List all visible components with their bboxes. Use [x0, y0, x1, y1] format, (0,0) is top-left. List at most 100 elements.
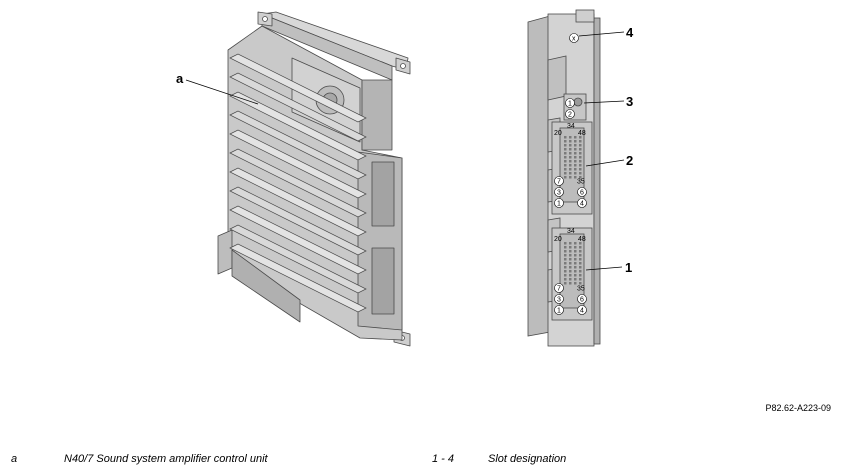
connector-pin — [574, 140, 577, 143]
connector-pin — [564, 152, 567, 155]
connector-pin — [569, 168, 572, 171]
callout-2-label: 2 — [626, 153, 633, 168]
connector-pin — [574, 152, 577, 155]
connector-pin — [569, 172, 572, 175]
heatsink-fin — [229, 129, 367, 199]
connector-pin — [564, 278, 567, 281]
heatsink-fin — [229, 205, 367, 275]
connector-pin — [574, 282, 577, 285]
connector-pin — [569, 274, 572, 277]
pin-label-slot1-1: 1 — [557, 308, 561, 315]
callout-1-label: 1 — [625, 260, 632, 275]
connector-pin — [579, 246, 582, 249]
pin-label-slot2-3: 3 — [557, 190, 561, 197]
connector-pin — [564, 282, 567, 285]
callout-a-label: a — [176, 71, 184, 86]
connector-pin — [564, 246, 567, 249]
connector-pin — [564, 164, 567, 167]
amplifier-unit-illustration — [217, 11, 411, 347]
connector-pin — [564, 148, 567, 151]
connector-pin — [569, 242, 572, 245]
pin-label-slot2-4: 4 — [580, 201, 584, 208]
connector-pin — [574, 168, 577, 171]
heatsink-fins — [229, 53, 367, 313]
connector-pin — [579, 148, 582, 151]
heatsink-fin — [229, 186, 367, 256]
connector-pin — [569, 266, 572, 269]
connector-pin-grid — [564, 136, 582, 285]
connector-pin — [564, 168, 567, 171]
heatsink-fin — [229, 110, 367, 180]
heatsink-fin — [229, 224, 367, 294]
connector-pin — [569, 152, 572, 155]
connector-pin — [579, 144, 582, 147]
connector-pin — [564, 266, 567, 269]
pin-label-slot1-7: 7 — [557, 286, 561, 293]
pin-label-slot3-2: 2 — [568, 112, 572, 119]
connector-pin — [569, 258, 572, 261]
connector-pin — [579, 140, 582, 143]
connector-pin — [564, 250, 567, 253]
pin-label-slot2-6: 6 — [580, 190, 584, 197]
connector-pin — [569, 278, 572, 281]
connector-pin — [569, 148, 572, 151]
connector-pin — [574, 242, 577, 245]
connector-pin — [564, 242, 567, 245]
callout-4-leader — [578, 31, 625, 37]
pin-label-slot2-48: 48 — [578, 130, 586, 137]
heatsink-fin — [229, 91, 367, 161]
connector-pin — [579, 168, 582, 171]
callout-2-leader — [585, 159, 625, 167]
legend-key-slots: 1 - 4 — [432, 453, 455, 465]
connector-pin — [569, 176, 572, 179]
connector-pin — [579, 136, 582, 139]
connector-pin — [579, 266, 582, 269]
connector-pin — [564, 160, 567, 163]
connector-pin — [564, 156, 567, 159]
connector-pin — [574, 172, 577, 175]
connector-pin — [574, 266, 577, 269]
pin-label-x: x — [572, 36, 576, 43]
pin-label-slot1-6: 6 — [580, 297, 584, 304]
connector-pin — [579, 152, 582, 155]
connector-pin — [569, 250, 572, 253]
legend-key-a: a — [11, 453, 18, 465]
connector-pin — [574, 144, 577, 147]
connector-pin — [564, 172, 567, 175]
pin-label-slot2-1: 1 — [557, 201, 561, 208]
pin-label-slot2-35: 35 — [577, 179, 585, 186]
callout-1-leader — [585, 266, 623, 271]
pin-label-slot1-20: 20 — [554, 236, 562, 243]
connector-pin — [574, 148, 577, 151]
connector-pin — [579, 282, 582, 285]
pin-label-slot1-3: 3 — [557, 297, 561, 304]
callout-4-label: 4 — [626, 25, 634, 40]
connector-pin — [564, 270, 567, 273]
heatsink-fin — [229, 72, 367, 142]
heatsink-fin — [229, 53, 367, 123]
connector-pin — [569, 144, 572, 147]
connector-pin — [579, 262, 582, 265]
pin-label-slot1-4: 4 — [580, 308, 584, 315]
connector-pin — [579, 270, 582, 273]
connector-pin — [574, 160, 577, 163]
connector-pin — [564, 140, 567, 143]
connector-pin — [579, 278, 582, 281]
connector-pin — [579, 250, 582, 253]
connector-pin — [579, 274, 582, 277]
connector-pin — [574, 262, 577, 265]
connector-pin — [574, 254, 577, 257]
connector-pin — [564, 274, 567, 277]
connector-pin — [574, 164, 577, 167]
heatsink-fin — [229, 167, 367, 237]
connector-pin — [569, 140, 572, 143]
connector-pin — [569, 270, 572, 273]
pin-label-slot1-34: 34 — [567, 228, 575, 235]
connector-pin — [574, 250, 577, 253]
pin-label-slot2-34: 34 — [567, 123, 575, 130]
connector-pin — [569, 246, 572, 249]
connector-pin — [579, 164, 582, 167]
callout-a-leader — [185, 79, 259, 105]
callout-3-leader — [583, 100, 625, 104]
